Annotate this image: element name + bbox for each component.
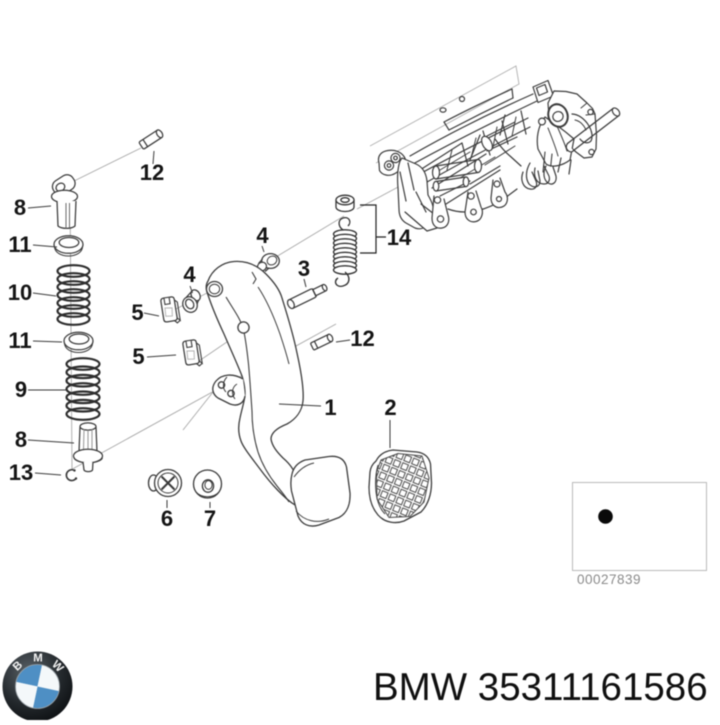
svg-text:6: 6 — [161, 506, 173, 531]
svg-text:4: 4 — [183, 262, 196, 287]
svg-text:11: 11 — [8, 328, 31, 353]
svg-text:M: M — [33, 652, 43, 664]
svg-text:2: 2 — [384, 395, 396, 420]
svg-text:5: 5 — [131, 300, 143, 325]
svg-text:11: 11 — [8, 232, 31, 257]
svg-text:7: 7 — [204, 506, 216, 531]
svg-text:BMW 35311161586: BMW 35311161586 — [373, 666, 708, 709]
svg-text:12: 12 — [350, 326, 374, 351]
svg-text:3: 3 — [298, 256, 310, 281]
svg-text:8: 8 — [14, 195, 26, 220]
svg-text:14: 14 — [387, 225, 412, 250]
svg-text:12: 12 — [140, 160, 164, 185]
svg-text:5: 5 — [132, 344, 144, 369]
svg-text:9: 9 — [15, 377, 27, 402]
svg-text:4: 4 — [256, 223, 269, 248]
svg-text:8: 8 — [15, 427, 27, 452]
svg-text:10: 10 — [8, 280, 32, 305]
svg-text:00027839: 00027839 — [577, 572, 641, 587]
svg-text:1: 1 — [324, 395, 336, 420]
svg-text:13: 13 — [9, 460, 33, 485]
